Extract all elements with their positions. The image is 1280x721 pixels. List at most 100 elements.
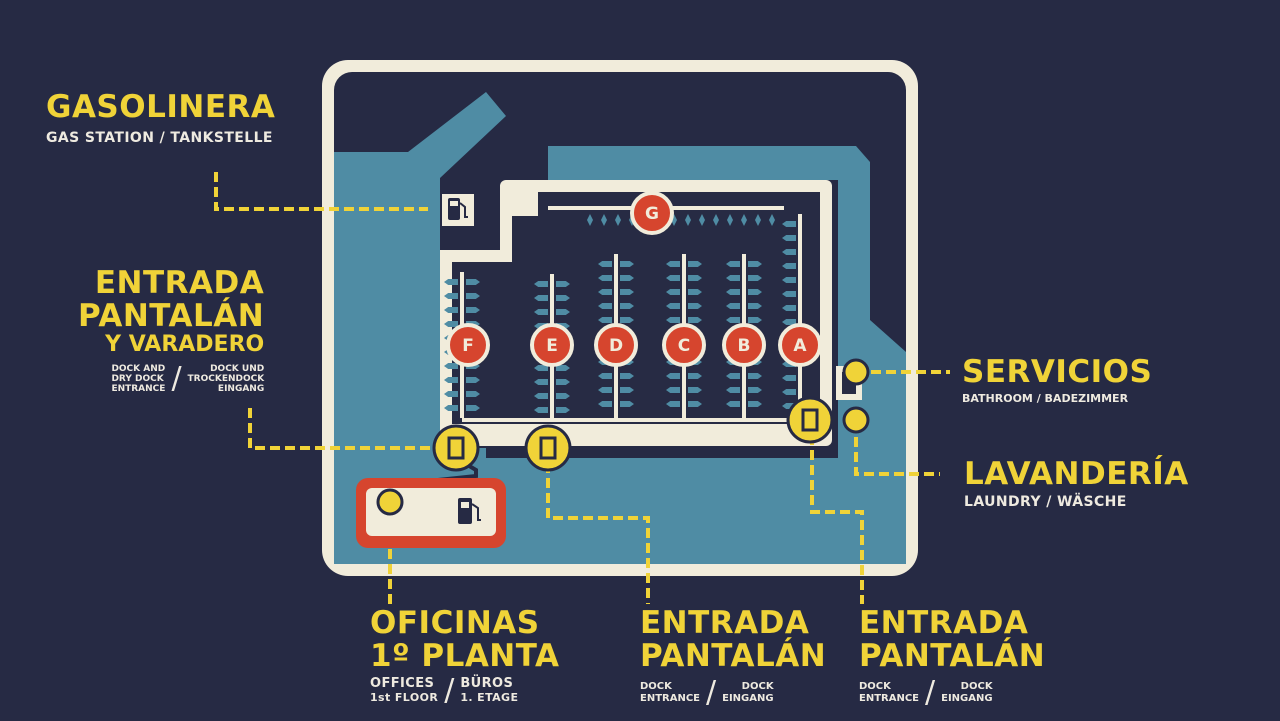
boat bbox=[782, 263, 796, 269]
boat bbox=[726, 401, 740, 407]
oficinas-de-2: 1. ETAGE bbox=[460, 691, 519, 704]
fuel-pump-icon bbox=[458, 498, 481, 524]
boat bbox=[688, 317, 702, 323]
route-dock1 bbox=[546, 448, 650, 604]
boat bbox=[444, 279, 458, 285]
boat bbox=[726, 387, 740, 393]
dock-dry-line3: Y VARADERO bbox=[105, 332, 265, 357]
boat bbox=[444, 363, 458, 369]
pontoon-letter: F bbox=[462, 336, 474, 356]
water-area-east bbox=[548, 146, 906, 458]
oficinas-en-1: OFFICES bbox=[370, 676, 435, 691]
pontoon-marker-circle bbox=[594, 323, 638, 367]
boat bbox=[688, 289, 702, 295]
boat bbox=[782, 235, 796, 241]
dock2-de-2: EINGANG bbox=[941, 693, 993, 704]
lavanderia-sub: LAUNDRY / WÄSCHE bbox=[964, 494, 1127, 510]
gas-station-label: GASOLINERA GAS STATION / TANKSTELLE bbox=[46, 89, 276, 146]
route-lavanderia bbox=[854, 422, 940, 476]
slash: / bbox=[925, 675, 936, 710]
pontoon-finger bbox=[798, 214, 802, 418]
boat bbox=[615, 214, 621, 226]
boat bbox=[601, 214, 607, 226]
pontoon-marker-circle bbox=[662, 323, 706, 367]
dock-dry-de-3: EINGANG bbox=[217, 384, 265, 394]
servicios-label: SERVICIOS BATHROOM / BADEZIMMER bbox=[962, 357, 1152, 405]
boat bbox=[748, 401, 762, 407]
boat bbox=[726, 261, 740, 267]
boat bbox=[556, 407, 570, 413]
boat bbox=[666, 275, 680, 281]
boat bbox=[688, 401, 702, 407]
boat bbox=[620, 373, 634, 379]
boat bbox=[726, 317, 740, 323]
lavanderia-title: LAVANDERÍA bbox=[964, 456, 1189, 492]
main-walkway bbox=[462, 418, 802, 422]
fuel-pump-icon bbox=[448, 198, 468, 220]
boat bbox=[782, 389, 796, 395]
dock2-line1: ENTRADA bbox=[859, 605, 1029, 641]
boat bbox=[688, 261, 702, 267]
boat bbox=[726, 275, 740, 281]
route-gas bbox=[214, 172, 428, 211]
basin-notch bbox=[500, 192, 538, 216]
pontoon-marker-c: C bbox=[662, 323, 706, 367]
dock-dry-en-1: DOCK AND bbox=[111, 364, 166, 374]
boat bbox=[782, 249, 796, 255]
boat bbox=[534, 295, 548, 301]
boat bbox=[726, 289, 740, 295]
dock1-de-2: EINGANG bbox=[722, 693, 774, 704]
boat bbox=[620, 275, 634, 281]
dock-entrance-1-label: ENTRADA PANTALÁN DOCK ENTRANCE / DOCK EI… bbox=[640, 608, 826, 708]
pontoon-marker-circle bbox=[722, 323, 766, 367]
servicios-sub: BATHROOM / BADEZIMMER bbox=[962, 392, 1129, 405]
boat bbox=[666, 373, 680, 379]
dock-entrance-2 bbox=[786, 396, 834, 444]
gas-station-title: GASOLINERA bbox=[46, 89, 276, 125]
boat bbox=[748, 387, 762, 393]
boat bbox=[713, 214, 719, 226]
dock2-en-1: DOCK bbox=[859, 681, 891, 692]
dock2-en-2: ENTRANCE bbox=[859, 693, 919, 704]
boat bbox=[587, 214, 593, 226]
boat bbox=[444, 293, 458, 299]
boat bbox=[466, 377, 480, 383]
lavanderia-marker bbox=[842, 406, 870, 434]
oficinas-line2: 1º PLANTA bbox=[370, 638, 560, 674]
boat bbox=[666, 303, 680, 309]
boat bbox=[556, 309, 570, 315]
slash: / bbox=[171, 361, 182, 396]
pontoon-marker-circle bbox=[778, 323, 822, 367]
boat bbox=[466, 405, 480, 411]
boat bbox=[769, 214, 775, 226]
dock1-en-2: ENTRANCE bbox=[640, 693, 700, 704]
dock2-de-1: DOCK bbox=[960, 681, 993, 692]
oficinas-label: OFICINAS 1º PLANTA OFFICES 1st FLOOR / B… bbox=[370, 608, 560, 706]
boat bbox=[598, 373, 612, 379]
boat bbox=[782, 375, 796, 381]
boat bbox=[466, 279, 480, 285]
boat bbox=[748, 303, 762, 309]
pontoon-marker-e: E bbox=[530, 323, 574, 367]
boat bbox=[748, 261, 762, 267]
dock-dry-en-3: ENTRANCE bbox=[111, 384, 166, 394]
boat bbox=[598, 387, 612, 393]
boat bbox=[556, 295, 570, 301]
pontoon-marker-d: D bbox=[594, 323, 638, 367]
boat bbox=[620, 261, 634, 267]
boat bbox=[466, 293, 480, 299]
boat bbox=[726, 303, 740, 309]
pontoon-letter: B bbox=[738, 336, 751, 356]
boat bbox=[782, 305, 796, 311]
boat bbox=[666, 317, 680, 323]
boat bbox=[782, 221, 796, 227]
boat bbox=[598, 401, 612, 407]
servicios-marker bbox=[842, 358, 870, 386]
boat bbox=[666, 387, 680, 393]
boat bbox=[620, 303, 634, 309]
boat bbox=[748, 289, 762, 295]
pontoon-letter: E bbox=[546, 336, 558, 356]
oficinas-de-1: BÜROS bbox=[460, 676, 514, 691]
